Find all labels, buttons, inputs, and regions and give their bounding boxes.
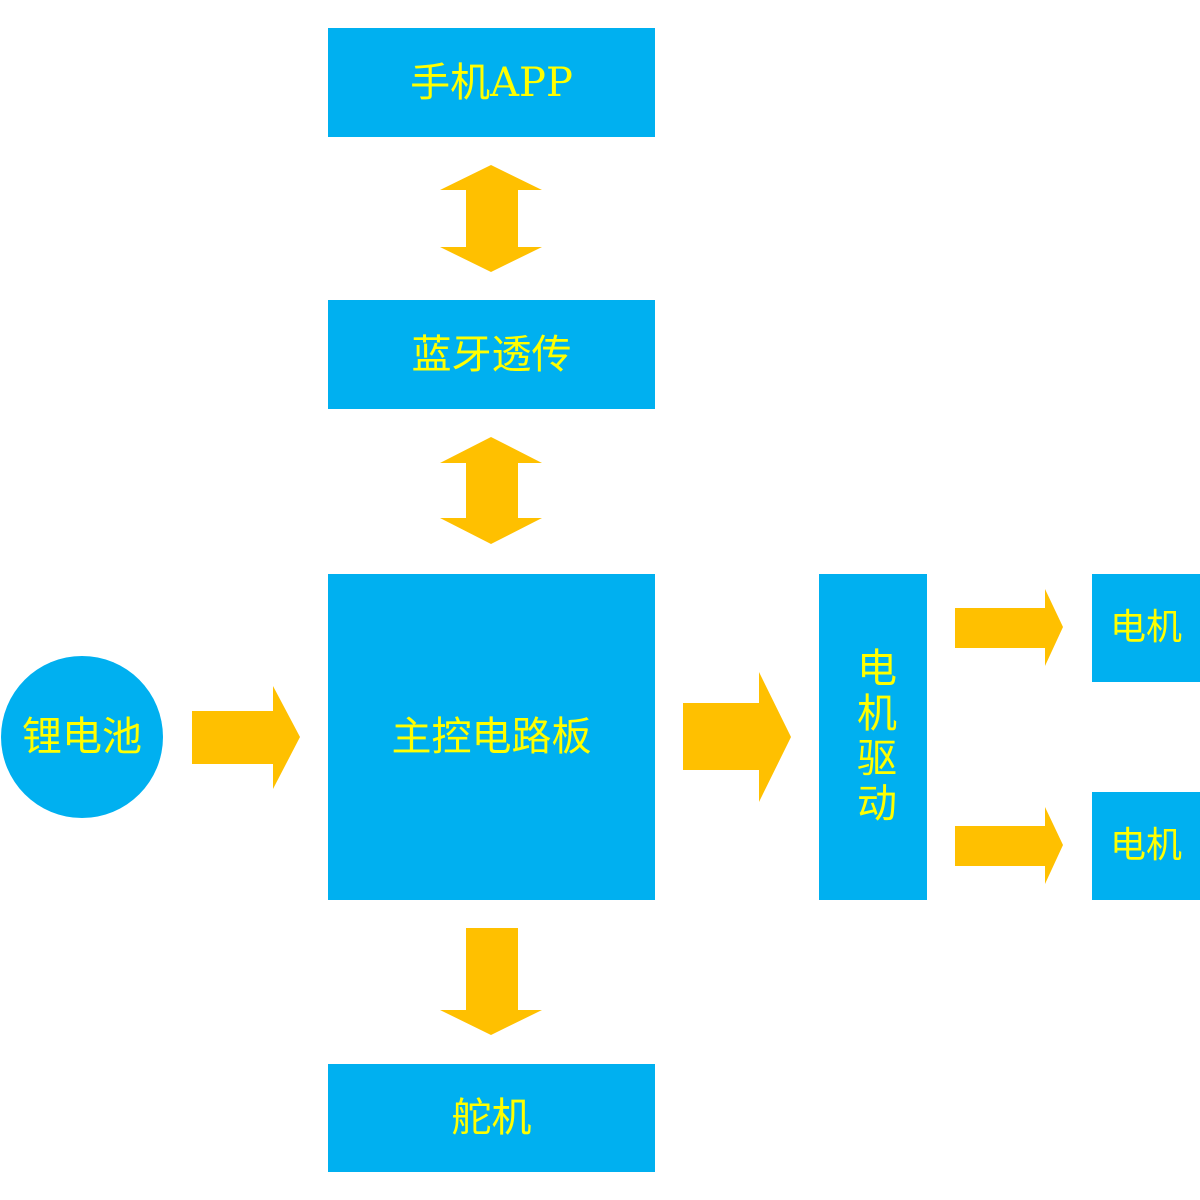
node-phone-app: 手机APP bbox=[328, 28, 655, 137]
arrow-driver-to-motor-1 bbox=[955, 589, 1063, 666]
arrow-mainboard-to-servo bbox=[440, 928, 542, 1035]
arrow-mainboard-to-driver bbox=[683, 672, 791, 802]
node-label: 电机 bbox=[1109, 607, 1182, 648]
node-label: 电机驱动 bbox=[850, 647, 896, 827]
node-label: 锂电池 bbox=[22, 714, 142, 760]
node-label: 电机 bbox=[1109, 825, 1182, 866]
node-motor-driver: 电机驱动 bbox=[819, 574, 927, 900]
node-motor-1: 电机 bbox=[1092, 574, 1200, 682]
node-bluetooth: 蓝牙透传 bbox=[328, 300, 655, 409]
node-battery: 锂电池 bbox=[1, 656, 163, 818]
arrow-app-bluetooth-bidirectional bbox=[440, 165, 542, 272]
arrow-bluetooth-mainboard-bidirectional bbox=[440, 437, 542, 544]
node-main-board: 主控电路板 bbox=[328, 574, 655, 900]
node-label: 主控电路板 bbox=[391, 714, 592, 760]
node-label: 蓝牙透传 bbox=[411, 331, 572, 378]
arrow-driver-to-motor-2 bbox=[955, 807, 1063, 884]
node-motor-2: 电机 bbox=[1092, 792, 1200, 900]
node-label: 手机APP bbox=[410, 59, 573, 106]
node-servo: 舵机 bbox=[328, 1064, 655, 1172]
node-label: 舵机 bbox=[451, 1095, 532, 1141]
arrow-battery-to-mainboard bbox=[192, 686, 300, 789]
